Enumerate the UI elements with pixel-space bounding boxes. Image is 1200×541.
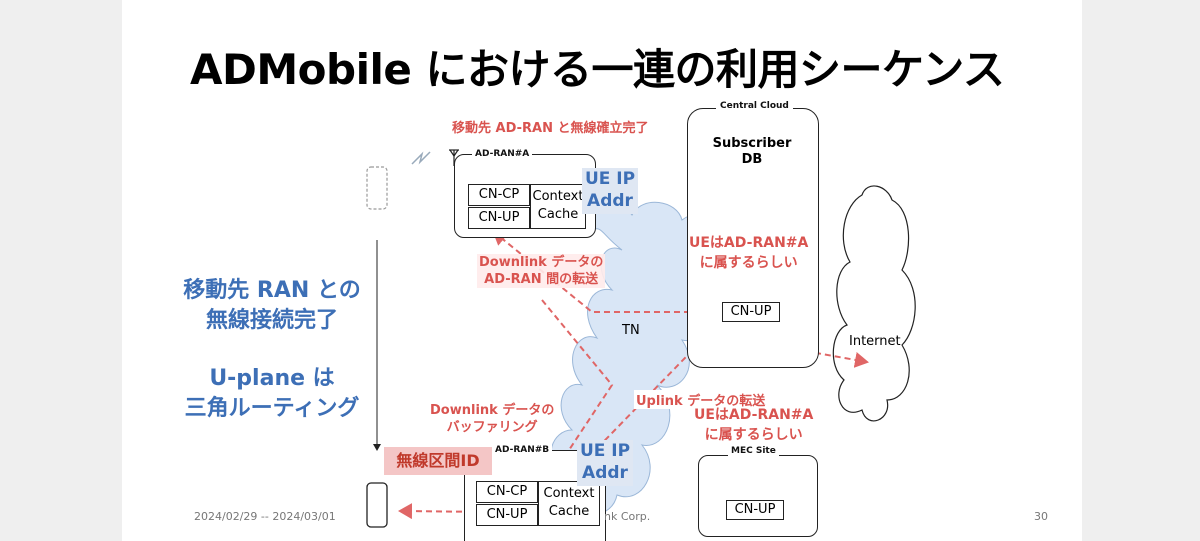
ad-ran-b-context-2: Cache [548,504,590,519]
radio-section-id-tag: 無線区間ID [384,447,492,475]
downlink-transfer-line1: Downlink データの [479,255,604,270]
tn-label: TN [622,323,640,338]
uplink-transfer-text: Uplink データの転送 [634,390,768,409]
page-title: ADMobile における一連の利用シーケンス [190,45,1005,94]
subscriber-db-line2: DB [741,152,763,167]
mec-site-label: MEC Site [728,446,779,456]
ad-ran-b-context-cache: Context Cache [538,481,600,526]
mec-site-box [698,455,818,537]
phone-old-position [366,166,388,210]
ad-ran-a-context-2: Cache [537,207,579,222]
mec-cn-up: CN-UP [726,500,784,520]
belongs-a-bottom-line2: に属するらしい [704,427,803,443]
central-cloud-label: Central Cloud [716,101,793,111]
subscriber-db-line1: Subscriber [712,136,792,151]
ad-ran-b-label: AD-RAN#B [492,445,553,455]
page-number: 30 [1034,510,1048,523]
downlink-buffer-text: Downlink データの バッファリング [430,402,554,436]
ad-ran-b-cn-cp: CN-CP [476,481,538,503]
belongs-a-top-line2: に属するらしい [699,255,798,271]
subscriber-db-label: Subscriber DB [697,136,807,168]
belongs-a-bottom-text: UEはAD-RAN#A に属するらしい [694,405,813,445]
internet-cloud [832,185,916,422]
ue-ip-top-line1: UE IP [584,169,636,189]
ad-ran-a-context-cache: Context Cache [530,184,586,229]
central-cn-up: CN-UP [722,302,780,322]
internet-label: Internet [849,334,901,349]
side-text-line3: U-plane は [209,366,335,391]
downlink-buffer-line1: Downlink データの [430,403,555,418]
side-text-line4: 三角ルーティング [184,396,360,421]
slide: ADMobile における一連の利用シーケンス 移動先 RAN との 無線接続完… [122,0,1082,541]
ue-ip-addr-top: UE IP Addr [582,168,638,214]
wireless-setup-done-text: 移動先 AD-RAN と無線確立完了 [452,121,649,136]
ad-ran-a-cn-cp: CN-CP [468,184,530,206]
belongs-a-top-line1: UEはAD-RAN#A [689,235,809,251]
wireless-signal-icon [411,151,431,165]
ad-ran-a-label: AD-RAN#A [472,149,533,159]
footer-org: nk Corp. [604,510,651,523]
side-text-line1: 移動先 RAN との [183,278,361,303]
downlink-transfer-text: Downlink データの AD-RAN 間の転送 [477,254,606,288]
ad-ran-b-cn-up: CN-UP [476,504,538,526]
ad-ran-a-cn-up: CN-UP [468,207,530,229]
ue-ip-top-line2: Addr [587,191,633,211]
downlink-fwd-arrow [531,299,614,507]
ad-ran-a-context-1: Context [532,189,584,204]
ue-ip-addr-bottom: UE IP Addr [577,440,633,486]
belongs-a-bottom-line1: UEはAD-RAN#A [694,407,814,423]
downlink-buffer-line2: バッファリング [446,420,538,435]
ue-ip-bottom-line1: UE IP [579,441,631,461]
footer-date: 2024/02/29 -- 2024/03/01 [194,510,336,523]
ue-ip-bottom-line2: Addr [582,463,628,483]
ad-ran-b-context-1: Context [543,486,595,501]
downlink-transfer-line2: AD-RAN 間の転送 [484,272,599,287]
belongs-a-top-text: UEはAD-RAN#A に属するらしい [689,233,809,273]
side-text-line2: 無線接続完了 [205,308,338,333]
phone-current [366,482,388,528]
